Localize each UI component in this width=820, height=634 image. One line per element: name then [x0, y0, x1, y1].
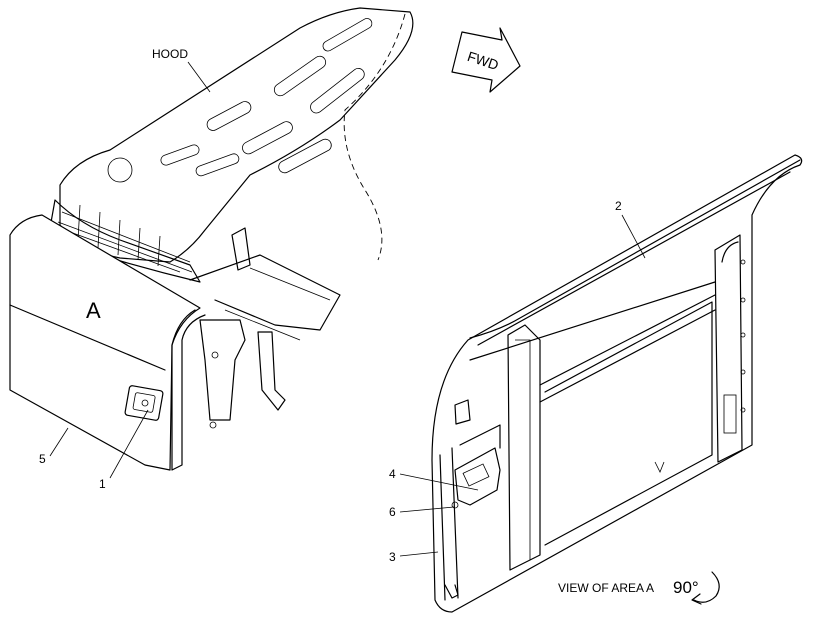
side-door-assembly — [9, 214, 286, 471]
callout-5: 5 — [39, 427, 69, 466]
rotation-indicator: 90° — [673, 571, 720, 605]
callout-1-number: 1 — [99, 477, 106, 491]
callout-6-number: 6 — [389, 505, 396, 519]
hood-assembly — [49, 7, 414, 341]
callout-4-number: 4 — [389, 467, 396, 481]
fwd-arrow: FWD — [451, 27, 521, 93]
rotation-arrow-icon — [693, 571, 720, 603]
callout-4: 4 — [389, 467, 479, 491]
callout-1: 1 — [99, 409, 149, 491]
hood-label-group: HOOD — [152, 47, 211, 93]
hood-label: HOOD — [152, 47, 188, 61]
door-interior-view — [431, 154, 803, 613]
rotation-label: 90° — [673, 578, 699, 597]
callout-5-number: 5 — [39, 452, 46, 466]
callout-3-number: 3 — [389, 550, 396, 564]
callout-2-number: 2 — [615, 199, 622, 213]
callout-6: 6 — [389, 505, 455, 519]
callout-2: 2 — [615, 199, 646, 259]
area-a-label: A — [86, 298, 101, 323]
callout-3: 3 — [389, 550, 439, 564]
view-caption: VIEW OF AREA A — [558, 581, 654, 595]
